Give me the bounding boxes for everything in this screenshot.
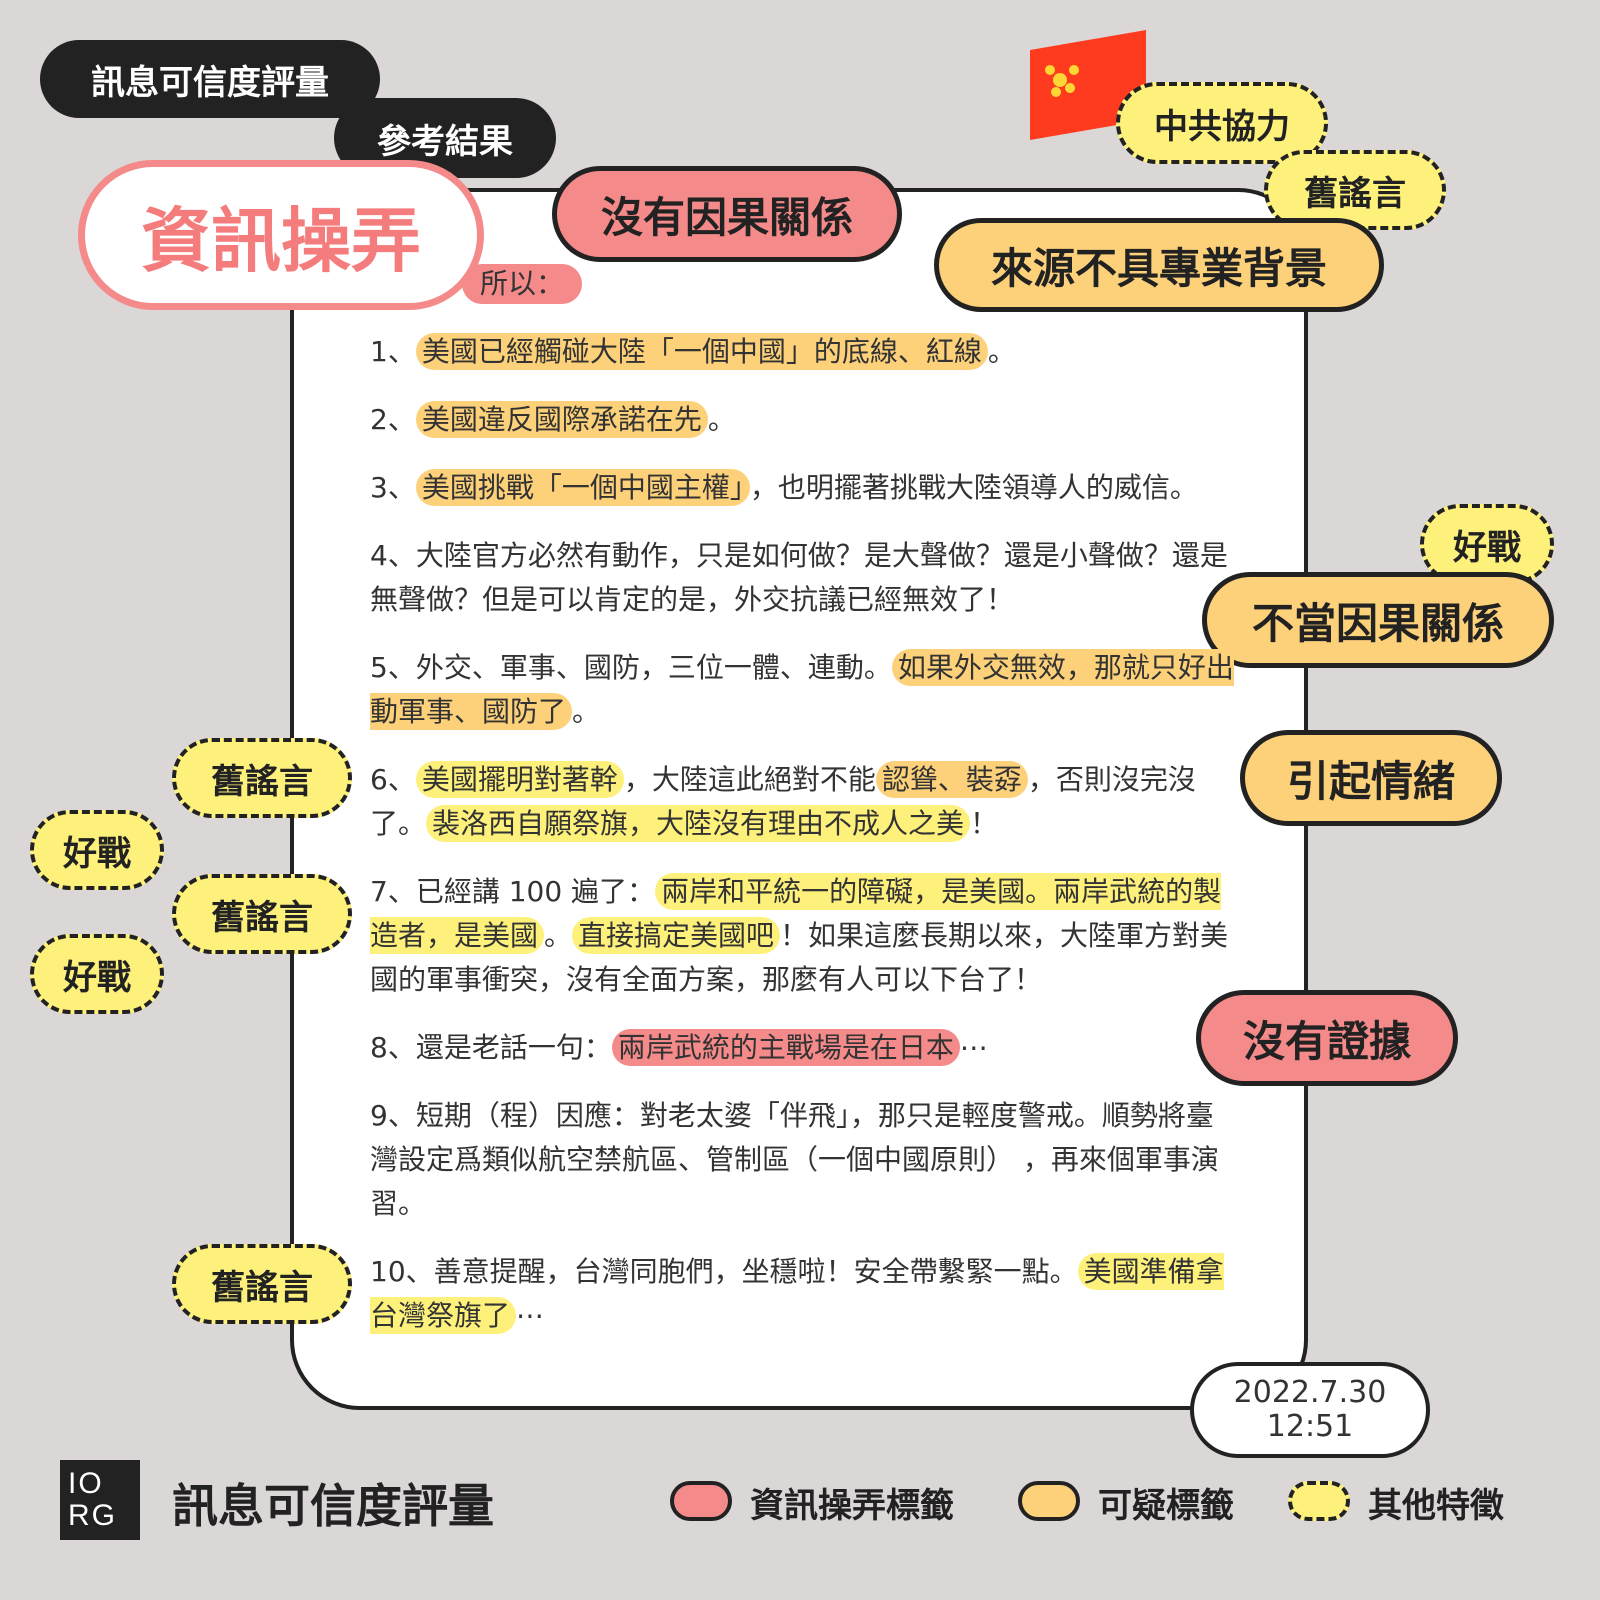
date-badge: 2022.7.30 12:51: [1190, 1362, 1430, 1458]
header-subtitle: 參考結果: [377, 121, 513, 162]
point-5: 5、外交、軍事、國防，三位一體、連動。如果外交無效，那就只好出動軍事、國防了。: [370, 649, 1234, 730]
header-title: 訊息可信度評量: [91, 62, 329, 103]
legend-swatch-suspicious: [1018, 1481, 1080, 1521]
highlight-suspicious: 美國挑戰「一個中國主權」: [415, 469, 750, 506]
date-day: 2022.7.30: [1233, 1375, 1387, 1410]
legend-label-other: 其他特徵: [1368, 1486, 1504, 1526]
intro-label: 所以：: [462, 264, 583, 304]
point-4: 4、大陸官方必然有動作，只是如何做？是大聲做？還是小聲做？還是無聲做？但是可以肯…: [370, 539, 1228, 616]
point-3: 3、美國挑戰「一個中國主權」，也明擺著挑戰大陸領導人的威信。: [370, 469, 1198, 506]
legend-label-manipulation: 資訊操弄標籤: [750, 1486, 954, 1526]
legend-swatch-other: [1288, 1481, 1350, 1521]
iorg-logo: IO RG: [60, 1460, 140, 1540]
tag-ccp-cooperation: 中共協力: [1116, 82, 1328, 164]
highlight-other: 裴洛西自願祭旗，大陸沒有理由不成人之美: [426, 805, 971, 842]
point-9: 9、短期（程）因應：對老太婆「伴飛」，那只是輕度警戒。順勢將臺灣設定爲類似航空禁…: [370, 1099, 1219, 1220]
point-8: 8、還是老話一句：兩岸武統的主戰場是在日本⋯: [370, 1029, 988, 1066]
tag-improper-causality: 不當因果關係: [1202, 572, 1554, 668]
highlight-other: 直接搞定美國吧: [572, 917, 781, 954]
tag-warlike-7: 好戰: [30, 934, 164, 1014]
highlight-suspicious: 美國已經觸碰大陸「一個中國」的底線、紅線: [415, 333, 988, 370]
header-title-pill: 訊息可信度評量: [40, 40, 380, 118]
tag-old-rumor-top: 舊謠言: [1264, 150, 1446, 230]
point-10: 10、善意提醒，台灣同胞們，坐穩啦！安全帶繫緊一點。美國準備拿台灣祭旗了⋯: [370, 1253, 1224, 1334]
highlight-manipulation: 兩岸武統的主戰場是在日本: [611, 1029, 960, 1066]
tag-emotion: 引起情緒: [1240, 730, 1502, 826]
tag-no-expertise: 來源不具專業背景: [934, 218, 1384, 312]
highlight-suspicious: 認聳、裝孬: [875, 761, 1028, 798]
highlight-suspicious: 美國違反國際承諾在先: [415, 401, 708, 438]
tag-old-rumor-7: 舊謠言: [172, 874, 352, 954]
date-time: 12:51: [1266, 1409, 1354, 1444]
highlight-other: 美國擺明對著幹: [415, 761, 624, 798]
tag-old-rumor-6: 舊謠言: [172, 738, 352, 818]
main-label-text: 資訊操弄: [141, 199, 421, 282]
tag-warlike-6: 好戰: [30, 810, 164, 890]
point-2: 2、美國違反國際承諾在先。: [370, 401, 736, 438]
legend-label-suspicious: 可疑標籤: [1098, 1486, 1234, 1526]
tag-old-rumor-10: 舊謠言: [172, 1244, 352, 1324]
legend-swatch-manipulation: [670, 1481, 732, 1521]
tag-no-causality: 沒有因果關係: [552, 166, 902, 262]
main-label: 資訊操弄: [78, 160, 484, 310]
tag-no-evidence: 沒有證據: [1196, 990, 1458, 1086]
point-1: 1、美國已經觸碰大陸「一個中國」的底線、紅線。: [370, 333, 1016, 370]
point-7: 7、已經講 100 遍了：兩岸和平統一的障礙，是美國。兩岸武統的製造者，是美國。…: [370, 873, 1229, 996]
point-6: 6、美國擺明對著幹，大陸這此絕對不能認聳、裝孬，否則沒完沒了。裴洛西自願祭旗，大…: [370, 761, 1196, 842]
footer-title: 訊息可信度評量: [172, 1479, 494, 1533]
